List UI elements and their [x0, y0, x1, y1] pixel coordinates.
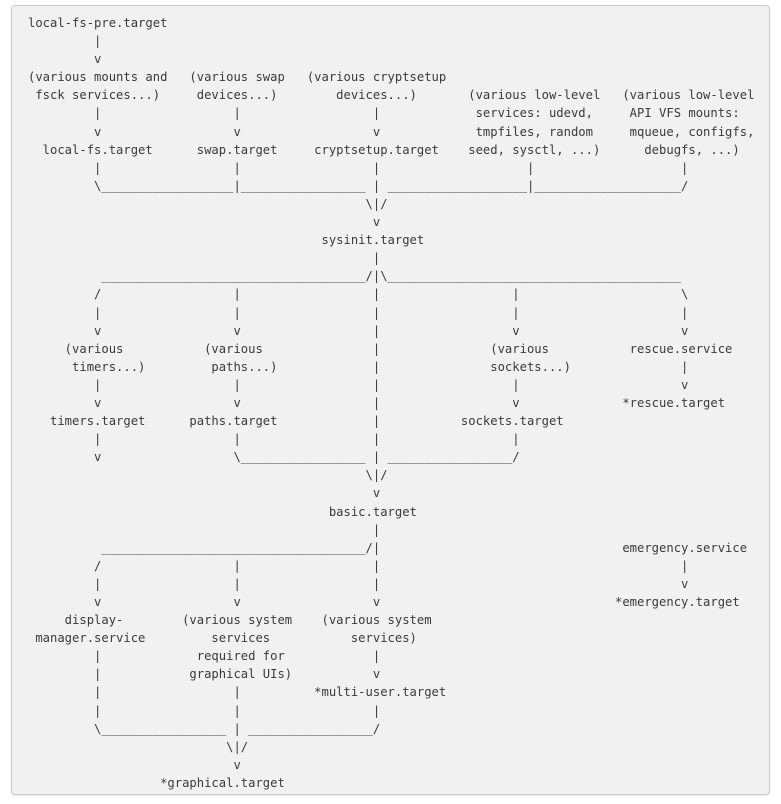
systemd-bootup-ascii-diagram: local-fs-pre.target | v (various mounts … — [28, 16, 755, 790]
code-block-panel: local-fs-pre.target | v (various mounts … — [11, 5, 770, 795]
